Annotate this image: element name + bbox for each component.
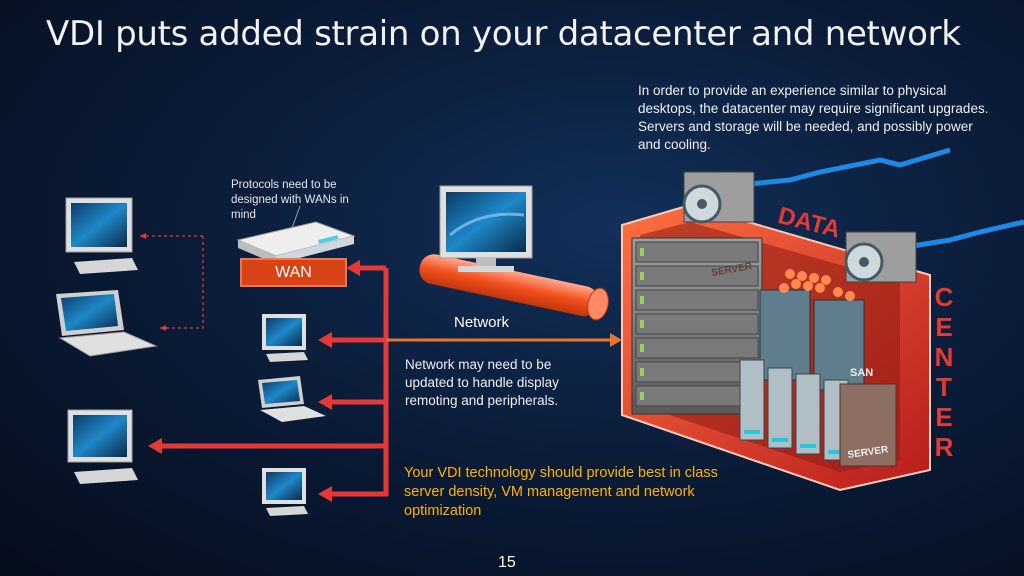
wan-dashed-links — [140, 235, 204, 329]
server-rack — [631, 237, 763, 415]
network-label: Network — [454, 314, 510, 331]
network-pipe-illustration — [419, 185, 609, 321]
desktop-pc-icon — [262, 314, 308, 362]
san-unit — [813, 299, 865, 391]
san-label: SAN — [850, 367, 873, 379]
cooling-fan-icon — [682, 171, 755, 224]
network-cable — [739, 147, 951, 188]
network-note: Network may need to be updated to handle… — [405, 357, 559, 408]
desktop-pc-icon — [65, 197, 138, 274]
slide-title: VDI puts added strain on your datacenter… — [46, 14, 961, 54]
server-unit — [839, 383, 897, 467]
cooling-fan-icon — [844, 231, 917, 283]
san-unit — [759, 289, 811, 381]
network-arrows — [160, 265, 389, 497]
server-towers — [739, 359, 849, 461]
datacenter-sign-letter: E — [935, 312, 952, 342]
datacenter-sign-letter: R — [935, 432, 954, 462]
datacenter-sign-letter: C — [935, 282, 954, 312]
protocols-note: Protocols need to be designed with WANs … — [231, 179, 349, 221]
vdi-note: Your VDI technology should provide best … — [404, 465, 718, 519]
wan-label: WAN — [240, 258, 347, 287]
datacenter-note: In order to provide an experience simila… — [638, 83, 989, 152]
datacenter-sign-letter: N — [935, 342, 954, 372]
network-cable — [899, 219, 1024, 251]
desktop-pc-icon — [262, 468, 308, 516]
page-number: 15 — [498, 554, 516, 571]
datacenter-sign-letter: E — [935, 402, 952, 432]
laptop-icon — [56, 290, 158, 357]
laptop-icon — [258, 376, 326, 422]
datacenter-sign-letter: T — [936, 372, 952, 402]
desktop-pc-icon — [67, 409, 138, 484]
